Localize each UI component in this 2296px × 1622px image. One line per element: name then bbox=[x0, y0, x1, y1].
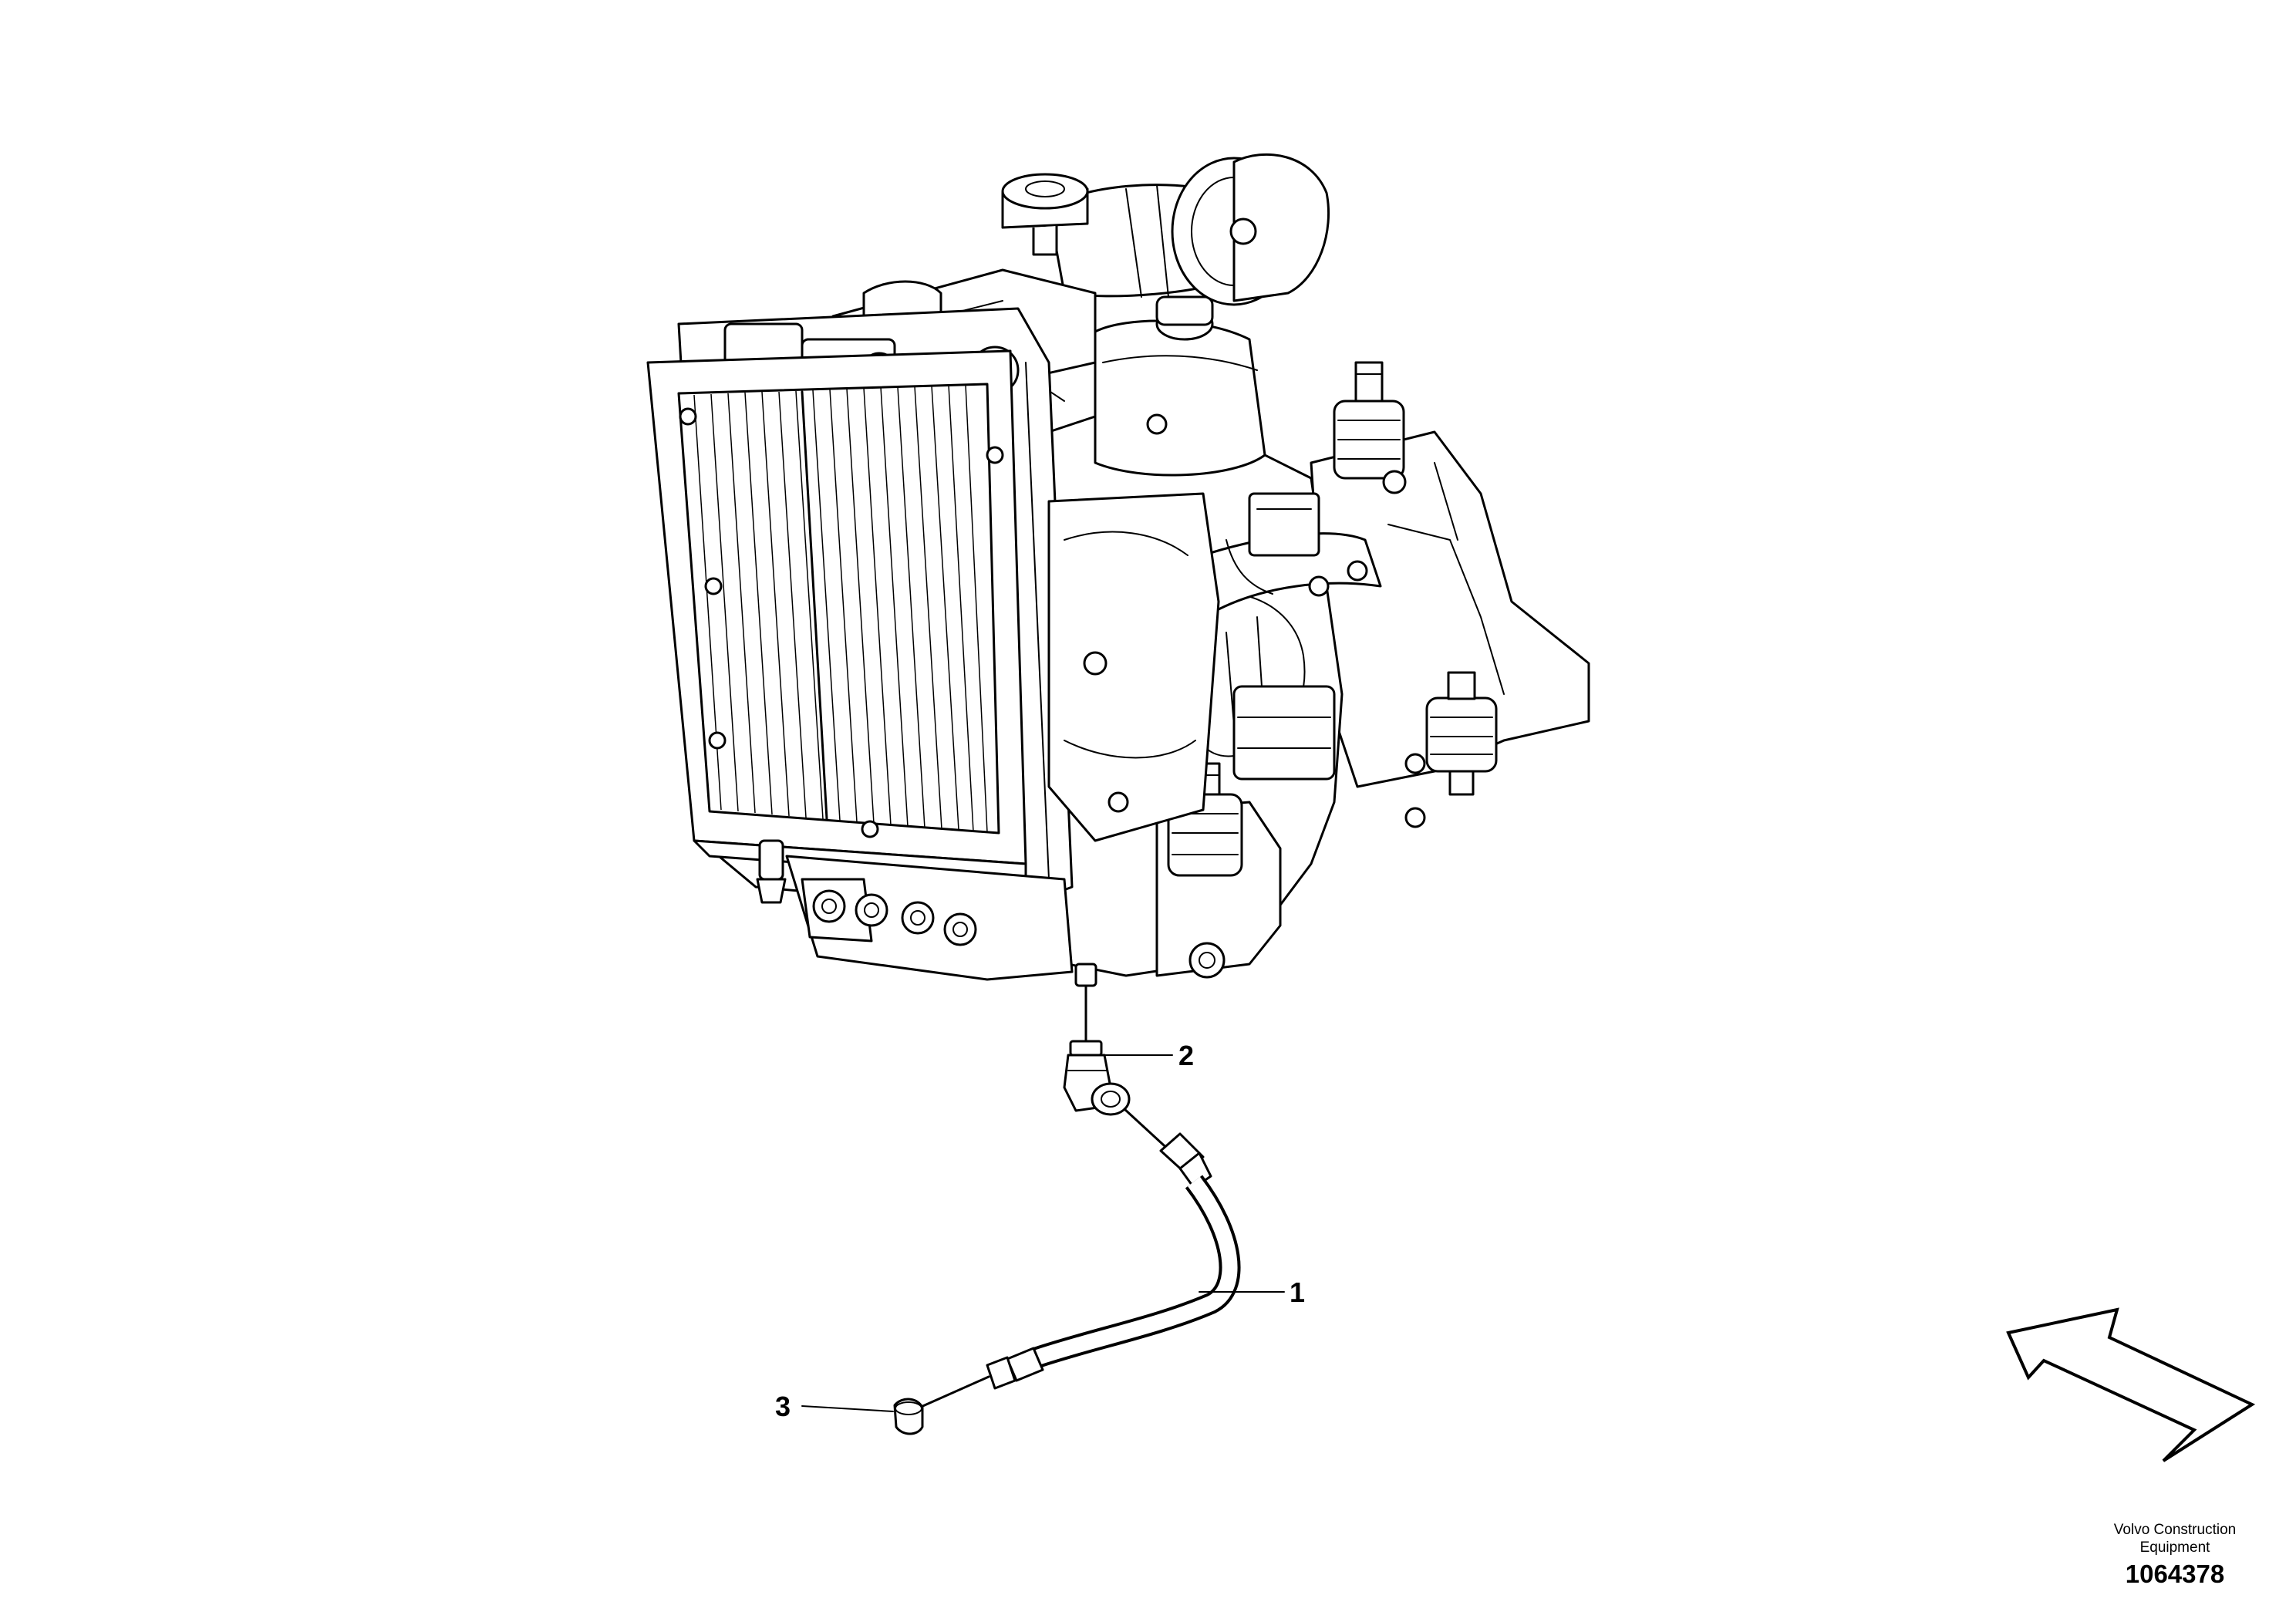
radiator bbox=[646, 349, 1027, 881]
brand-line-1: Volvo Construction bbox=[2113, 1522, 2237, 1538]
direction-arrow-icon bbox=[2006, 1307, 2256, 1462]
drain-plug bbox=[893, 1398, 924, 1435]
engine-mount-front-right bbox=[1404, 671, 1498, 828]
brand-line-2: Equipment bbox=[2139, 1539, 2210, 1556]
oil-filler-cap bbox=[1001, 173, 1089, 256]
callout-number: 2 bbox=[1178, 1040, 1194, 1071]
expansion-tank bbox=[1094, 295, 1266, 477]
engine-mount-rear-right bbox=[1333, 361, 1407, 494]
brand-label: Volvo Construction Equipment bbox=[2082, 1521, 2267, 1556]
drain-hose bbox=[986, 1132, 1241, 1390]
callout-number: 3 bbox=[775, 1391, 791, 1422]
callout-1: 1 bbox=[1199, 1276, 1305, 1308]
callout-3: 3 bbox=[775, 1391, 894, 1422]
engine-assembly bbox=[646, 153, 1590, 987]
callout-2: 2 bbox=[1104, 1040, 1194, 1071]
radiator-fins bbox=[693, 384, 988, 833]
document-number: 1064378 bbox=[2125, 1560, 2225, 1588]
callout-number: 1 bbox=[1290, 1276, 1305, 1308]
elbow-fitting bbox=[1063, 1040, 1131, 1116]
air-filter bbox=[1047, 153, 1330, 306]
